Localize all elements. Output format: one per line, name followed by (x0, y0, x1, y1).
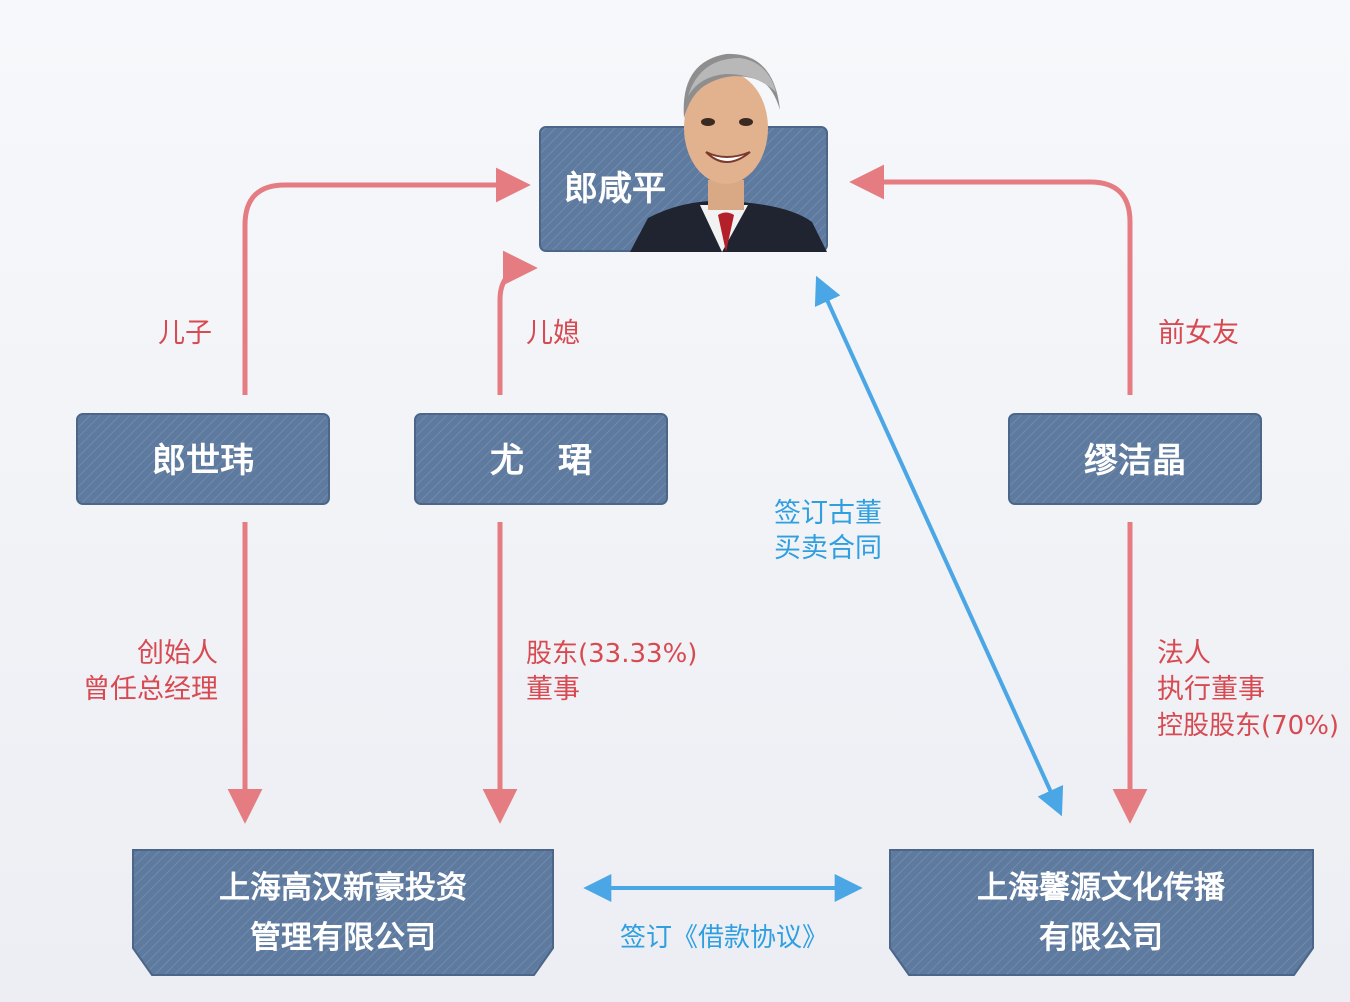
edge-son (242, 167, 531, 395)
label-daughter-in-law: 儿媳 (526, 318, 580, 349)
node-miao-jiejing-label: 缪洁晶 (1084, 441, 1186, 481)
company-gaohan-line-2: 管理有限公司 (250, 920, 436, 956)
company-xinyuan-line-2: 有限公司 (1039, 920, 1163, 956)
edge-daughter-in-law (497, 250, 538, 395)
node-you-jun: 尤 珺 (414, 413, 668, 505)
company-gaohan-line-1: 上海高汉新豪投资 (219, 870, 467, 906)
edge-antique-contract (814, 275, 1064, 817)
node-lang-shiwei-label: 郎世玮 (152, 441, 254, 481)
label-ex-girlfriend: 前女友 (1158, 318, 1239, 349)
label-son: 儿子 (158, 318, 212, 349)
portrait-photo (630, 53, 827, 252)
label-founder-2: 曾任总经理 (83, 674, 218, 705)
label-shareholder-2: 董事 (526, 674, 580, 705)
label-antique-contract-2: 买卖合同 (774, 533, 882, 564)
edge-ex-girlfriend (849, 164, 1133, 395)
label-founder-1: 创始人 (137, 638, 218, 669)
label-shareholder-1: 股东(33.33%) (526, 639, 697, 669)
node-company-xinyuan: 上海馨源文化传播 有限公司 (889, 849, 1314, 976)
node-miao-jiejing: 缪洁晶 (1008, 413, 1262, 505)
company-xinyuan-line-1: 上海馨源文化传播 (977, 870, 1226, 906)
label-legal-person-3: 控股股东(70%) (1157, 711, 1339, 741)
label-legal-person-1: 法人 (1157, 638, 1211, 669)
node-lang-shiwei: 郎世玮 (76, 413, 330, 505)
node-company-gaohan: 上海高汉新豪投资 管理有限公司 (132, 849, 554, 976)
node-lang-xianping-label: 郎咸平 (564, 169, 666, 209)
label-legal-person-2: 执行董事 (1157, 674, 1265, 705)
label-antique-contract-1: 签订古董 (774, 498, 882, 529)
label-loan-agreement: 签订《借款协议》 (620, 923, 828, 953)
node-lang-xianping: 郎咸平 (539, 53, 828, 252)
node-you-jun-label: 尤 珺 (490, 441, 592, 481)
